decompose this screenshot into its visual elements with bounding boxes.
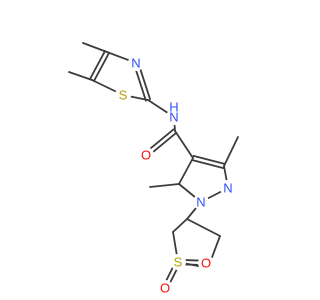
single-bond	[174, 130, 194, 159]
single-bond	[82, 42, 108, 53]
atom-background	[138, 147, 154, 163]
double-bond-line	[192, 154, 226, 165]
atom-background	[170, 254, 186, 270]
atom-label: N	[131, 56, 140, 71]
atom-label: H	[169, 100, 178, 115]
atom-background	[157, 280, 173, 296]
atom-background	[220, 180, 236, 196]
single-bond	[178, 157, 194, 185]
atom-label: S	[174, 255, 183, 270]
single-bond	[149, 183, 180, 188]
atom-label: O	[141, 148, 151, 163]
atom-o-amide: O	[138, 147, 154, 163]
atom-s-sulf: S	[170, 254, 186, 270]
double-bond-line	[191, 159, 225, 170]
atom-label: N	[169, 110, 178, 125]
atom-o-s2: O	[198, 255, 214, 271]
single-bond	[186, 218, 221, 237]
atom-n-thz: N	[128, 55, 144, 71]
atom-o-s1: O	[157, 280, 173, 296]
atom-background	[166, 109, 182, 125]
double-bond-line	[89, 50, 106, 80]
atom-background	[198, 255, 214, 271]
atom-label: S	[119, 88, 128, 103]
atom-n-pz1: N	[193, 194, 209, 210]
atom-n-pz2: N	[220, 180, 236, 196]
atom-nh: N	[166, 109, 182, 125]
single-bond	[68, 71, 93, 81]
double-bond-line	[93, 52, 110, 82]
atom-label: O	[160, 281, 170, 296]
single-bond	[172, 218, 188, 233]
atom-background	[193, 194, 209, 210]
atom-s-thz: S	[115, 87, 131, 103]
bond-layer	[68, 42, 239, 290]
atom-label: N	[223, 181, 232, 196]
atom-background	[128, 55, 144, 71]
atom-label: N	[196, 195, 205, 210]
atom-h-nh: H	[169, 100, 179, 115]
atom-background	[115, 87, 131, 103]
atom-background	[169, 102, 179, 112]
single-bond	[223, 136, 239, 167]
atom-label: O	[201, 256, 211, 271]
